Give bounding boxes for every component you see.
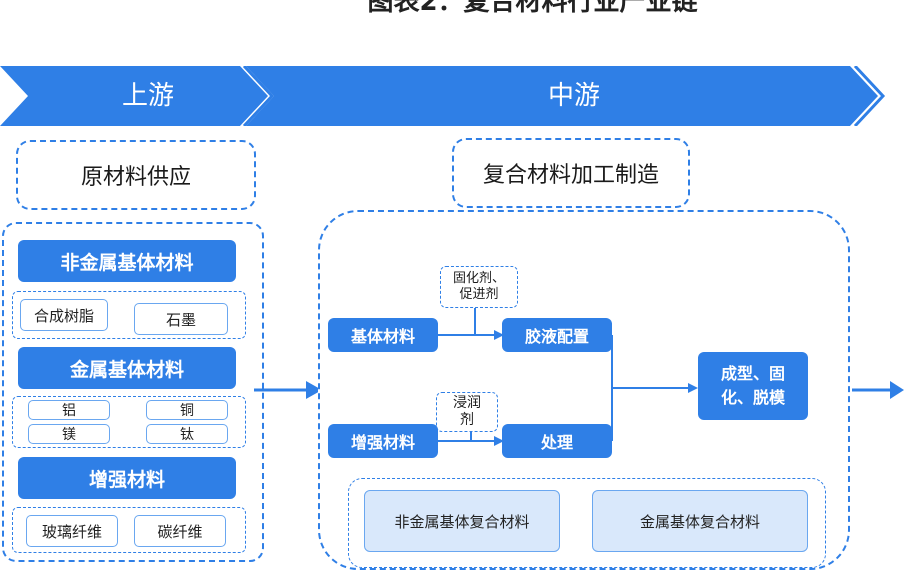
- nonmetal-matrix-label: 非金属基体材料: [18, 240, 236, 282]
- forming-box: 成型、固化、脱模: [698, 352, 808, 420]
- wetting-agent-text: 浸润剂: [453, 395, 481, 428]
- midstream-header-text: 复合材料加工制造: [482, 163, 659, 188]
- material-copper: 铜: [146, 400, 228, 420]
- title-text: 图表2：复合材料行业产业链: [367, 0, 698, 17]
- arrow-mid-to-down: [852, 381, 904, 399]
- midstream-header-box: 复合材料加工制造: [452, 138, 690, 208]
- reinforce-material-box: 增强材料: [328, 424, 438, 458]
- upstream-header-text: 原材料供应: [80, 165, 191, 190]
- product-metal-composite: 金属基体复合材料: [592, 490, 808, 552]
- material-titanium: 钛: [146, 424, 228, 444]
- material-magnesium: 镁: [28, 424, 110, 444]
- material-graphite: 石墨: [134, 303, 228, 335]
- curing-agent-box: 固化剂、促进剂: [440, 266, 518, 308]
- wetting-agent-box: 浸润剂: [436, 392, 498, 432]
- stage-upstream: 上游: [121, 81, 174, 111]
- stage-banner: [0, 66, 886, 126]
- material-glass-fiber: 玻璃纤维: [26, 515, 118, 547]
- process-connectors: [436, 304, 698, 446]
- arrow-up-to-mid: [254, 381, 322, 399]
- upstream-chevron: [0, 66, 268, 126]
- page-title: 图表2：复合材料行业产业链: [0, 0, 905, 40]
- upstream-header-box: 原材料供应: [16, 140, 256, 210]
- material-synthetic-resin: 合成树脂: [20, 299, 108, 331]
- material-carbon-fiber: 碳纤维: [134, 515, 226, 547]
- treatment-box: 处理: [502, 424, 612, 458]
- curing-agent-text: 固化剂、促进剂: [452, 271, 505, 302]
- reinforcement-label: 增强材料: [18, 457, 236, 499]
- glue-prep-box: 胶液配置: [502, 318, 612, 352]
- matrix-material-box: 基体材料: [328, 318, 438, 352]
- material-aluminum: 铝: [28, 400, 110, 420]
- midstream-chevron: [246, 66, 878, 126]
- stage-midstream: 中游: [547, 81, 600, 111]
- product-nonmetal-composite: 非金属基体复合材料: [364, 490, 560, 552]
- metal-matrix-label: 金属基体材料: [18, 347, 236, 389]
